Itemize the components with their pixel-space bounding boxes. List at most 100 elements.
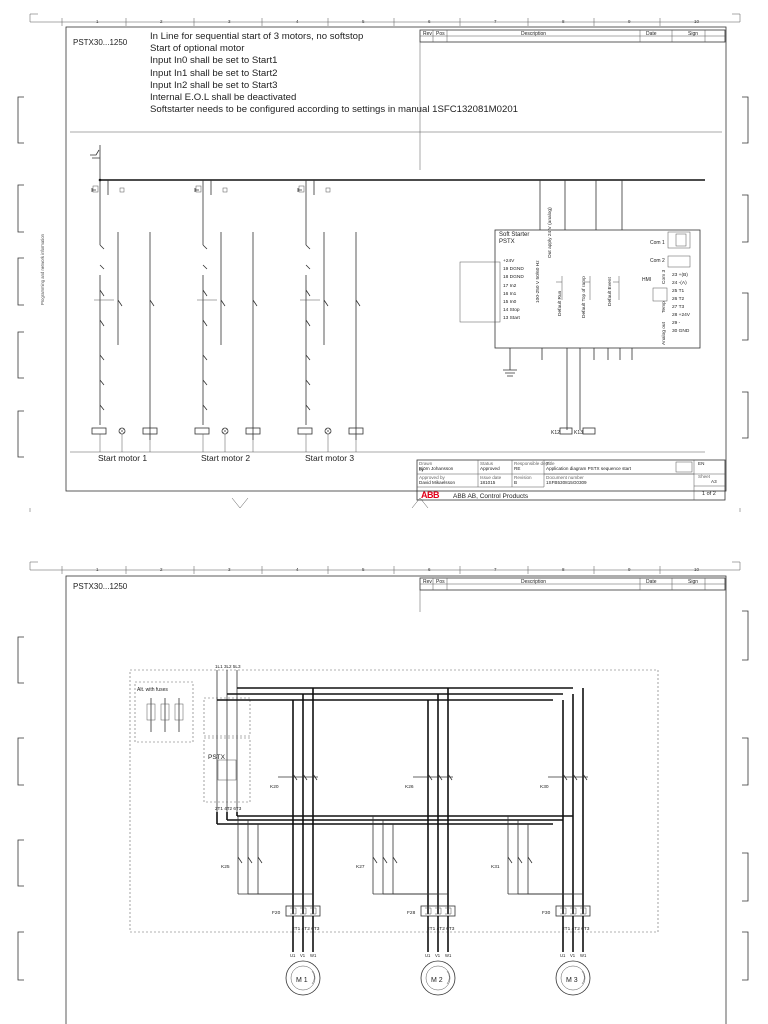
pstx-output-terminals: 2T1 4T2 6T3 <box>215 806 242 811</box>
softstarter-pstx <box>459 180 701 430</box>
side-label-temp: Temp <box>662 301 667 313</box>
document-number: 1SFB530815G0309 <box>546 480 587 485</box>
right-terminal-4: 27 T3 <box>672 305 685 310</box>
approved-by: David Mikaelsson <box>419 480 455 485</box>
docnum-caption: Document number <box>546 475 584 480</box>
drawn-by-caption: Drawn by <box>419 461 433 472</box>
drawn-by: Björn Johansson <box>419 466 454 471</box>
motor-terminal-U1: U1 <box>290 953 296 958</box>
column-number: 9 <box>628 567 631 572</box>
motor-symbol <box>420 960 456 996</box>
right-terminal-5: 28 +24V <box>672 313 691 318</box>
sheet-number: 1 of 2 <box>702 491 716 497</box>
note-line-5: Input In2 shall be set to Start3 <box>150 79 278 91</box>
column-number: 3 <box>228 19 231 24</box>
relay-k12-coil <box>559 427 573 435</box>
drawing-frame <box>65 26 727 492</box>
softstarter-title-1: Soft Starter <box>499 232 530 238</box>
title-block <box>416 459 726 501</box>
status: Approved <box>480 466 500 471</box>
rev-caption: Revision <box>514 475 532 480</box>
softstarter-title-2: PSTX <box>499 239 515 245</box>
supply-terminals: 1L1 3L2 5L3 <box>215 664 241 669</box>
column-number: 5 <box>362 567 365 572</box>
column-number: 9 <box>628 19 631 24</box>
drawing-frame <box>65 575 727 1024</box>
issue-date: 181015 <box>480 480 496 485</box>
bypass-contactor-label: K25 <box>221 865 230 870</box>
motor-branch-2 <box>194 180 261 452</box>
motor-terminal-W1: W1 <box>445 953 452 958</box>
terminal-out-label: 2T1 4T2 6T3 <box>292 927 320 932</box>
column-number: 1 <box>96 567 99 572</box>
column-number: 8 <box>562 567 565 572</box>
motor-label: M 3 <box>566 977 578 984</box>
softstarter-title: Soft Starter PSTX <box>499 232 529 246</box>
alt-fuses-label: Alt. with fuses <box>137 687 168 693</box>
company-name: ABB AB, Control Products <box>453 493 529 500</box>
resp-caption: Responsible dept. <box>514 461 551 466</box>
date-col: Date <box>646 31 657 37</box>
rev-col: Rev <box>423 579 432 585</box>
language: EN <box>698 461 705 466</box>
column-number: 10 <box>694 19 700 24</box>
main-contactor-label: K20 <box>270 785 279 790</box>
start-motor-2-label: Start motor 2 <box>201 453 251 463</box>
motor-terminal-U1: U1 <box>560 953 566 958</box>
column-number: 4 <box>296 567 299 572</box>
rev-col: Rev <box>423 31 432 37</box>
note-line-3: Input In0 shall be set to Start1 <box>150 55 278 67</box>
right-terminal-1: 24 -(A) <box>672 281 687 286</box>
column-number: 6 <box>428 567 431 572</box>
com1-label: Com 1 <box>650 240 665 246</box>
motor-terminal-W1: W1 <box>310 953 317 958</box>
relay-k13-coil <box>582 427 596 435</box>
motor-circuit-1 <box>237 688 321 996</box>
sign-col: Sign <box>688 31 699 37</box>
right-terminal-7: 30 GND <box>672 329 690 334</box>
terminal-out-label: 2T1 4T2 6T3 <box>562 927 590 932</box>
bypass-contactor-label: K27 <box>356 865 365 870</box>
column-number: 2 <box>160 19 163 24</box>
column-number: 1 <box>96 19 99 24</box>
motor-label: M 2 <box>431 977 443 984</box>
notes-block: In Line for sequential start of 3 motors… <box>150 31 518 116</box>
start-motor-3-label: Start motor 3 <box>305 453 355 463</box>
right-terminal-3: 26 T2 <box>672 297 685 302</box>
note-line-4: Input In1 shall be set to Start2 <box>150 67 278 79</box>
terminal-7: 13 Start <box>503 316 520 322</box>
motor-symbol <box>285 960 321 996</box>
side-info: Programming and network information <box>40 234 45 305</box>
desc-col: Description <box>521 579 547 585</box>
abb-logo: ABB <box>421 490 440 500</box>
note-line-7: Softstarter needs to be configured accor… <box>150 104 518 116</box>
motor-circuit-3 <box>507 688 591 996</box>
motor-circuits <box>237 688 591 996</box>
right-terminal-0: 23 +(B) <box>672 273 688 278</box>
motor-terminal-V1: V1 <box>570 953 576 958</box>
overload-relay-label: F30 <box>542 911 551 916</box>
column-number: 10 <box>694 567 700 572</box>
motor-terminal-V1: V1 <box>300 953 306 958</box>
sheet-caption: Sheet <box>698 474 711 479</box>
motor-branch-3 <box>297 180 364 452</box>
column-number: 3 <box>228 567 231 572</box>
desc-col: Description <box>521 31 547 37</box>
terminal-out-label: 2T1 4T2 6T3 <box>427 927 455 932</box>
status-caption: Status <box>480 461 494 466</box>
column-number: 8 <box>562 19 565 24</box>
indicator-lamps <box>559 427 596 435</box>
motor-branches <box>91 180 364 452</box>
document-code: PSTX30...1250 <box>73 582 128 591</box>
start-motor-1-label: Start motor 1 <box>98 453 148 463</box>
sign-col: Sign <box>688 579 699 585</box>
resp-dept: RE <box>514 466 521 471</box>
overload-relay-label: F20 <box>272 911 281 916</box>
terminal-1: 19 DGND <box>503 267 524 273</box>
side-label-com3: Com 3 <box>662 269 667 284</box>
bypass-contactor-label: K31 <box>491 865 500 870</box>
relay-k12-label: K12 <box>551 430 560 436</box>
